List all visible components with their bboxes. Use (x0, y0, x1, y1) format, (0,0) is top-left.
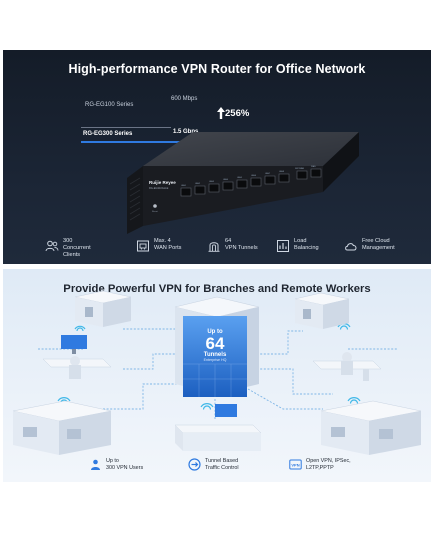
feature-value: 64 (225, 238, 232, 244)
port-label: LAN2 (195, 182, 201, 185)
branch-office (74, 290, 132, 327)
router-brand: Ruijie Reyee (149, 180, 176, 185)
feature-value: 300 (63, 238, 73, 244)
growth-percentage: 256% (225, 108, 250, 119)
network-scene (12, 290, 422, 455)
feature-wan-ports: Max. 4 WAN Ports (136, 238, 200, 253)
users-icon (45, 240, 59, 252)
feature-value: Load (294, 238, 307, 244)
vpn-users-icon (91, 459, 100, 470)
feature-label: WAN Ports (154, 245, 182, 251)
series-a-bar (81, 127, 171, 128)
branch-office (294, 292, 350, 329)
feature-line: Open VPN, IPSec, (306, 458, 351, 464)
feature-line: Up to (106, 458, 119, 464)
feature-value: Free Cloud (362, 238, 390, 244)
top-features: 300 Concurrent Clients Max. 4 WAN Ports (3, 234, 431, 264)
svg-text:VPN: VPN (291, 463, 299, 468)
feature-line: L2TP,PPTP (306, 464, 334, 471)
branch-office (12, 400, 112, 455)
reset-label: Reset (152, 210, 158, 213)
port-label: LAN6 (251, 174, 257, 177)
vpn-protocol-icon: VPN (289, 459, 302, 470)
feature-load-balancing: Load Balancing (276, 238, 340, 253)
cloud-icon (345, 243, 357, 251)
top-banner: High-performance VPN Router for Office N… (3, 50, 431, 264)
vpn-tunnel-icon (208, 242, 220, 252)
feature-cloud-management: Free Cloud Management (344, 238, 408, 253)
series-b-value: 1.5 Gbps (173, 129, 199, 135)
wifi-icon (57, 323, 361, 410)
lan-ports (180, 168, 322, 197)
feature-vpn-tunnels: 64 VPN Tunnels (207, 238, 271, 253)
router-image: Ruijie Reyee RG-EG310GH-E Reset LAN1 LAN… (127, 132, 359, 234)
feature-label: Management (362, 245, 395, 251)
hq-tunnel-count: 64 (205, 334, 225, 353)
port-label: LAN3 (209, 180, 215, 183)
port-label: LAN1 (181, 184, 187, 187)
port-label: LAN4 (223, 178, 229, 181)
feature-vpn-users: Up to 300 VPN Users (89, 458, 168, 471)
feature-line: Traffic Control (205, 464, 239, 471)
feature-clients: 300 Concurrent Clients (45, 238, 109, 259)
top-banner-title: High-performance VPN Router for Office N… (68, 62, 366, 76)
port-label: LAN8 (279, 170, 285, 173)
feature-label: Concurrent Clients (63, 245, 91, 258)
hq-subtitle: Enterprise HQ (203, 358, 227, 362)
feature-label: Balancing (294, 245, 319, 251)
hq-up-to: Up to (207, 329, 223, 335)
remote-worker (312, 352, 382, 381)
feature-vpn-protocols: VPN Open VPN, IPSec, L2TP,PPTP (289, 458, 368, 471)
arrow-up-icon (217, 107, 225, 119)
wan-ports-icon (137, 240, 149, 252)
remote-worker (42, 335, 112, 379)
bottom-banner-title: Provide Powerful VPN for Branches and Re… (63, 283, 371, 295)
feature-line: 300 VPN Users (106, 464, 144, 471)
port-label: SFP/WAN (295, 167, 305, 170)
traffic-control-icon (188, 458, 201, 471)
hq-tunnel-word: Tunnels (203, 352, 227, 358)
remote-worker (174, 404, 262, 451)
series-b-bar (81, 141, 221, 143)
load-balancing-icon (277, 240, 289, 252)
hq-tunnel-badge: Up to 64 Tunnels Enterprise HQ (195, 329, 235, 362)
hq-building (174, 296, 260, 397)
branch-office (320, 400, 422, 455)
router-model: RG-EG310GH-E (149, 186, 169, 190)
port-label: WAN (311, 165, 316, 168)
bottom-banner: Provide Powerful VPN for Branches and Re… (3, 269, 431, 482)
feature-traffic-control: Tunnel Based Traffic Control (188, 458, 267, 471)
series-a-name: RG-EG100 Series (85, 102, 134, 108)
port-label: LAN5 (237, 176, 243, 179)
port-label: LAN7 (265, 172, 271, 175)
feature-line: Tunnel Based (205, 458, 239, 464)
series-b-name: RG-EG300 Series (83, 131, 133, 137)
feature-value: Max. 4 (154, 238, 171, 244)
series-a-value: 600 Mbps (171, 96, 198, 102)
feature-label: VPN Tunnels (225, 245, 258, 251)
